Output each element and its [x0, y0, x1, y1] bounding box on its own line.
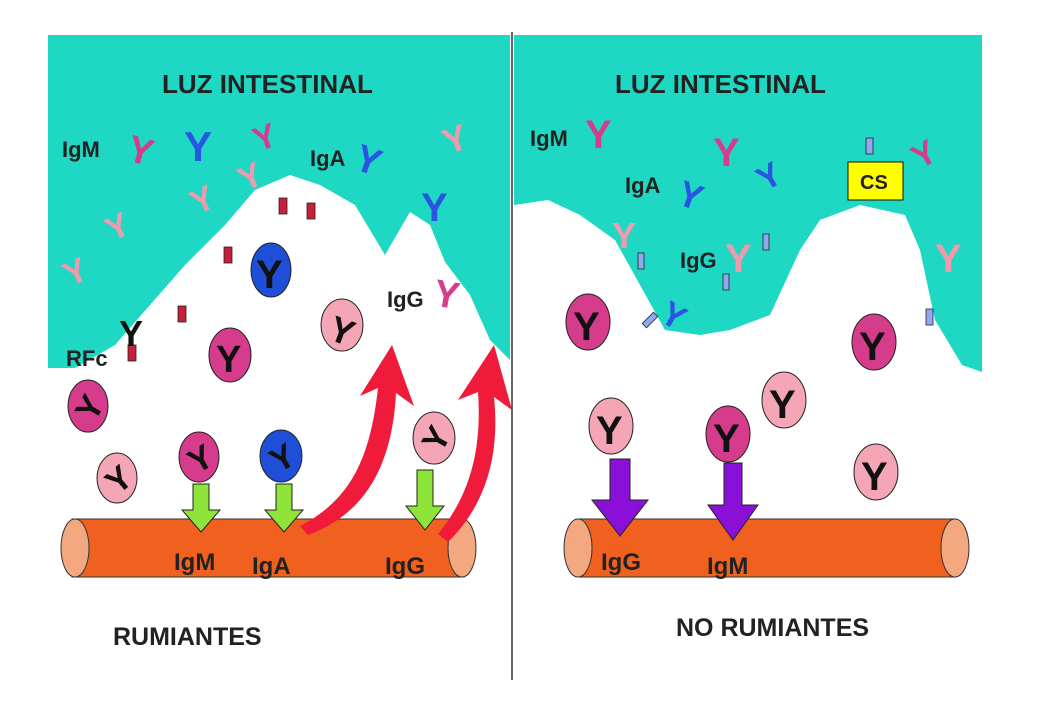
right-label-iga: IgA — [625, 173, 661, 198]
left-label-iga: IgA — [310, 146, 346, 171]
left-vessel-label-igg: IgG — [385, 553, 425, 580]
cell-magenta: Y — [705, 405, 751, 463]
left-transfer-arrows — [300, 345, 512, 542]
left-cells: Y Y Y Y Y Y Y Y — [67, 242, 459, 504]
cell-pink: Y — [412, 411, 459, 465]
cs-box: CS — [847, 161, 904, 201]
receptor-icon — [925, 308, 934, 326]
antibody-icon: Y — [935, 237, 962, 281]
right-vessel-end-left — [563, 518, 593, 578]
right-label-igg: IgG — [680, 248, 717, 273]
left-vessel-label-iga: IgA — [252, 553, 291, 580]
svg-text:Y: Y — [256, 253, 283, 297]
antibody-icon: Y — [119, 313, 143, 354]
antibody-icon: Y — [725, 237, 752, 281]
left-caption: RUMIANTES — [113, 623, 262, 651]
cell-blue: Y — [250, 242, 292, 298]
antibody-icon: Y — [612, 215, 636, 256]
fc-receptor-icon — [127, 344, 137, 362]
antibody-icon: Y — [184, 123, 212, 170]
curved-arrow-icon — [300, 345, 414, 535]
left-vessel-end-left — [60, 518, 90, 578]
arrow-down-icon — [180, 483, 222, 533]
right-cells: Y Y Y Y Y Y — [565, 293, 899, 501]
svg-text:Y: Y — [861, 455, 888, 499]
cell-pink: Y — [853, 443, 899, 501]
left-fc-receptors — [127, 197, 316, 362]
arrow-down-icon — [263, 483, 305, 533]
antibody-icon: Y — [421, 186, 448, 230]
cell-magenta: Y — [67, 379, 113, 433]
svg-text:Y: Y — [769, 383, 796, 427]
right-receptors — [637, 137, 934, 329]
svg-text:Y: Y — [859, 325, 886, 369]
svg-text:Y: Y — [573, 305, 600, 349]
cell-magenta: Y — [178, 431, 220, 483]
curved-arrow-icon — [438, 345, 512, 542]
right-caption: NO RUMIANTES — [676, 614, 869, 642]
fc-receptor-icon — [223, 246, 233, 264]
left-title: LUZ INTESTINAL — [162, 69, 373, 99]
left-blood-vessel — [71, 518, 465, 578]
fc-receptor-icon — [177, 305, 187, 323]
right-title: LUZ INTESTINAL — [615, 69, 826, 99]
arrow-down-icon — [707, 462, 759, 541]
cell-pink: Y — [588, 397, 634, 455]
left-intestinal-lumen — [48, 35, 510, 368]
right-vessel-end-right — [940, 518, 970, 578]
right-panel — [514, 35, 982, 578]
receptor-icon — [762, 233, 770, 251]
fc-receptor-icon — [278, 197, 288, 215]
cell-pink: Y — [96, 452, 140, 504]
cell-pink: Y — [320, 298, 364, 354]
cs-label: CS — [860, 172, 888, 194]
right-secretion-arrows — [590, 458, 759, 541]
arrow-down-icon — [404, 469, 446, 531]
receptor-icon — [641, 311, 659, 329]
antibody-icon: Y — [585, 113, 612, 157]
receptor-icon — [637, 252, 645, 270]
right-label-igm: IgM — [530, 126, 568, 151]
right-vessel-label-igg: IgG — [601, 549, 641, 576]
left-secretion-arrows — [180, 469, 446, 533]
receptor-icon — [722, 273, 730, 291]
left-label-rfc: RFc — [66, 346, 108, 371]
antibody-icon: Y — [713, 131, 740, 175]
fc-receptor-icon — [306, 202, 316, 220]
svg-text:Y: Y — [596, 409, 623, 453]
antibody-icon: Y — [430, 273, 462, 319]
right-vessel-label-igm: IgM — [707, 553, 748, 580]
cell-magenta: Y — [565, 293, 611, 351]
svg-text:Y: Y — [216, 339, 241, 381]
cell-magenta: Y — [208, 327, 252, 383]
svg-text:Y: Y — [713, 417, 740, 461]
cell-pink: Y — [761, 371, 807, 429]
left-panel — [48, 35, 510, 578]
receptor-icon — [865, 137, 874, 155]
right-intestinal-lumen — [514, 35, 982, 372]
cell-blue: Y — [259, 429, 303, 483]
arrow-down-icon — [590, 458, 650, 537]
left-label-igg: IgG — [387, 287, 424, 312]
right-blood-vessel — [577, 518, 957, 578]
left-label-igm: IgM — [62, 137, 100, 162]
left-vessel-label-igm: IgM — [174, 549, 215, 576]
cell-magenta: Y — [851, 313, 897, 371]
